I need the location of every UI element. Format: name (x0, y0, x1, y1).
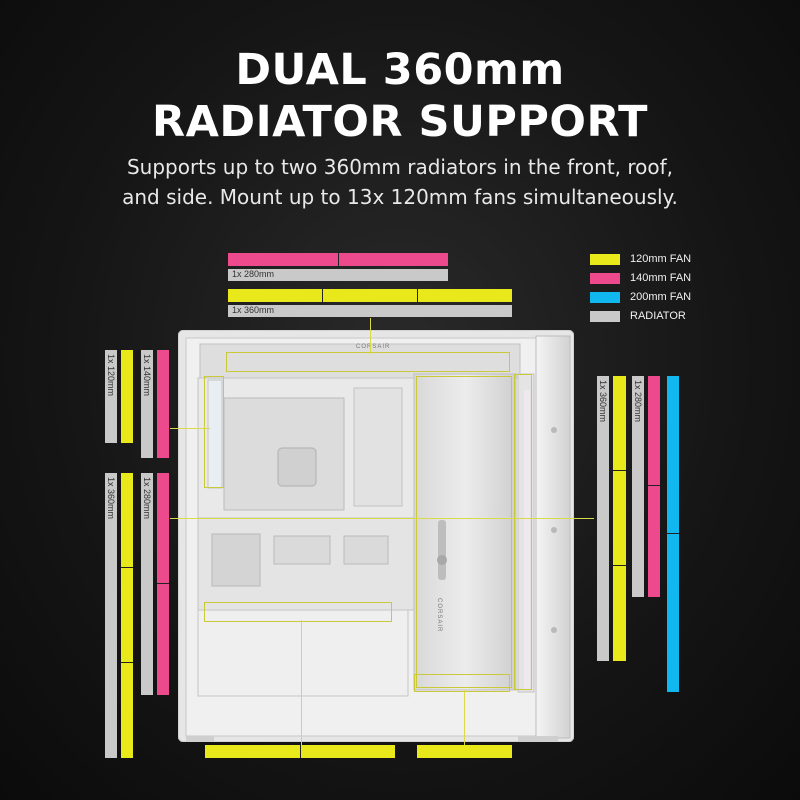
radiator-label: 1x 140mm (142, 354, 152, 397)
legend-label: 140mm FAN (630, 272, 692, 284)
leader-bottom-right (464, 690, 465, 745)
subtitle-line-1: Supports up to two 360mm radiators in th… (126, 155, 674, 179)
left-280-140mm-fan-1 (157, 473, 169, 584)
leader-top (370, 318, 371, 354)
left-360-120mm-fan-1 (121, 473, 133, 568)
right-200mm-fan-2 (667, 534, 679, 692)
legend-item-radiator: RADIATOR (590, 309, 686, 323)
subtitle: Supports up to two 360mm radiators in th… (0, 152, 800, 212)
top-mount-outline (226, 352, 510, 372)
radiator-label: 1x 360mm (232, 305, 275, 315)
right-280-140mm-fan-2 (648, 486, 660, 597)
left-360-120mm-fan-2 (121, 568, 133, 663)
right-360-120mm-fan-3 (613, 566, 626, 661)
legend-item-200mm-fan: 200mm FAN (590, 290, 691, 304)
bottom-120mm-fan-2 (301, 745, 395, 758)
headline-line-1: DUAL 360mm (235, 45, 565, 95)
left-upper-140mm-fan (157, 350, 169, 458)
right-280mm-radiator: 1x 280mm (632, 376, 644, 597)
radiator-label: 1x 360mm (106, 477, 116, 520)
radiator-label: 1x 280mm (633, 380, 643, 423)
radiator-label: 1x 280mm (232, 269, 275, 279)
pc-case-illustration: CORSAIR CORSAIR (177, 329, 575, 743)
bottom-mount-outline (204, 602, 392, 622)
pc-case-svg (177, 329, 575, 743)
top-120mm-fan-3 (418, 289, 512, 302)
top-280mm-radiator: 1x 280mm (228, 269, 448, 281)
right-360-120mm-fan-1 (613, 376, 626, 471)
legend-swatch-140mm (590, 272, 620, 284)
right-360-120mm-fan-2 (613, 471, 626, 566)
top-140mm-fan-2 (339, 253, 448, 266)
rear-mount-outline (204, 376, 224, 488)
front-mount-outline (514, 374, 532, 690)
headline-line-2: RADIATOR SUPPORT (152, 97, 648, 147)
left-120mm-radiator: 1x 120mm (105, 350, 117, 443)
side-mount-outline (416, 376, 512, 688)
psu-mount-outline (414, 674, 510, 692)
radiator-label: 1x 280mm (142, 477, 152, 520)
right-360mm-radiator: 1x 360mm (597, 376, 609, 661)
leader-bottom-left (301, 620, 302, 745)
legend-item-120mm-fan: 120mm FAN (590, 252, 691, 266)
radiator-label: 1x 360mm (598, 380, 608, 423)
legend-label: 120mm FAN (630, 253, 692, 265)
bottom-120mm-fan-1 (205, 745, 301, 758)
left-140mm-radiator: 1x 140mm (141, 350, 153, 458)
top-360mm-radiator: 1x 360mm (228, 305, 512, 317)
left-360mm-radiator: 1x 360mm (105, 473, 117, 758)
legend-item-140mm-fan: 140mm FAN (590, 271, 691, 285)
top-120mm-fan-2 (323, 289, 418, 302)
headline: DUAL 360mm RADIATOR SUPPORT (0, 44, 800, 148)
legend-swatch-120mm (590, 253, 620, 265)
top-140mm-fan-1 (228, 253, 339, 266)
legend-swatch-200mm (590, 291, 620, 303)
legend-label: RADIATOR (630, 310, 686, 322)
legend-label: 200mm FAN (630, 291, 692, 303)
leader-rear (170, 428, 210, 429)
radiator-label: 1x 120mm (106, 354, 116, 397)
left-280-140mm-fan-2 (157, 584, 169, 695)
legend-swatch-radiator (590, 310, 620, 322)
right-280-140mm-fan-1 (648, 376, 660, 486)
case-brand-top: CORSAIR (356, 344, 391, 350)
left-280mm-radiator: 1x 280mm (141, 473, 153, 695)
right-200mm-fan-1 (667, 376, 679, 534)
left-360-120mm-fan-3 (121, 663, 133, 758)
bottom-120mm-fan-3 (417, 745, 512, 758)
subtitle-line-2: and side. Mount up to 13x 120mm fans sim… (122, 185, 678, 209)
leader-middle (170, 518, 594, 519)
top-120mm-fan-1 (228, 289, 323, 302)
left-upper-120mm-fan (121, 350, 133, 443)
